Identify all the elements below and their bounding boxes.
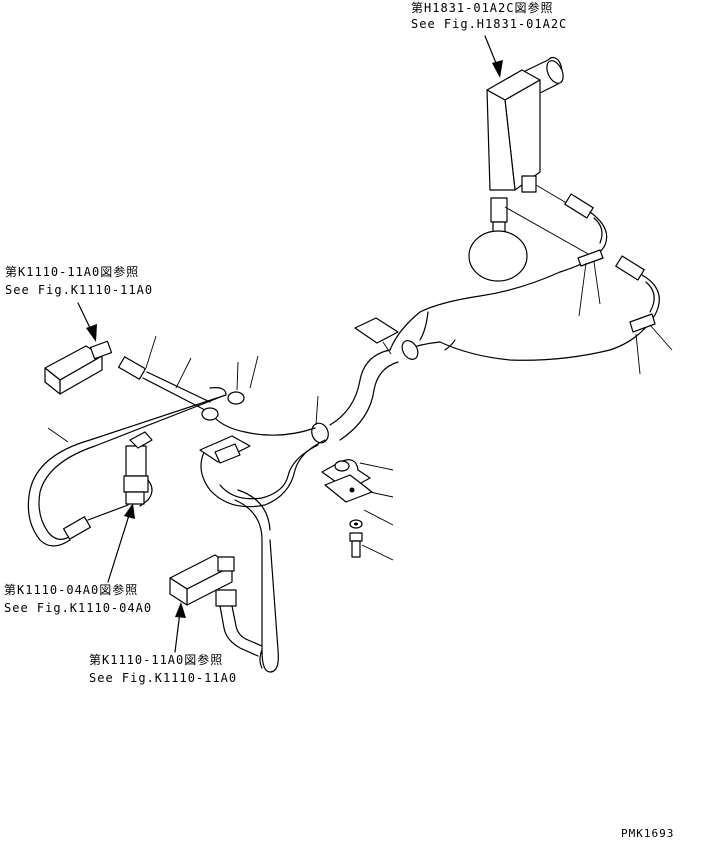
right-hose-group bbox=[419, 193, 673, 375]
leader-line bbox=[175, 357, 192, 389]
pipe-bracket-tag bbox=[214, 443, 241, 464]
pipe-left-loop bbox=[27, 387, 227, 547]
reference-bottom: 第K1110-11A0図参照 See Fig.K1110-11A0 bbox=[89, 652, 237, 685]
reference-left-upper-en: See Fig.K1110-11A0 bbox=[5, 283, 153, 297]
central-pipe-bundle bbox=[199, 311, 456, 673]
pipe-bundle-c bbox=[214, 417, 316, 436]
reference-top: 第H1831-01A2C図参照 See Fig.H1831-01A2C bbox=[411, 0, 567, 31]
reference-arrows bbox=[77, 35, 503, 653]
leader-line bbox=[382, 341, 392, 355]
hose-fitting-right bbox=[615, 255, 645, 281]
valve-port-bottom bbox=[490, 197, 508, 223]
vertical-valve-body bbox=[125, 445, 147, 477]
leader-line bbox=[145, 335, 157, 369]
vertical-valve-lower bbox=[123, 475, 149, 493]
leader-line bbox=[315, 395, 319, 426]
pipe-clamp-mid bbox=[401, 340, 419, 360]
valve-port-right bbox=[521, 175, 537, 193]
arrow-bottom-shaft bbox=[174, 611, 181, 653]
pipe-left-loop-inner bbox=[38, 397, 219, 540]
pipe-clamp-lower bbox=[311, 422, 329, 444]
leader-line bbox=[249, 355, 259, 389]
elbow-pipe-outer bbox=[219, 605, 259, 657]
pipe-down-outer bbox=[234, 499, 279, 673]
arrow-left-upper-head bbox=[86, 324, 97, 342]
accumulator-sphere bbox=[468, 230, 528, 282]
hose-long-upper bbox=[419, 271, 561, 313]
arrow-bottom-head bbox=[175, 602, 186, 618]
leader-line bbox=[361, 544, 394, 561]
clamp-hole bbox=[334, 460, 350, 472]
arrow-left-lower-shaft bbox=[107, 511, 131, 583]
pipe-bundle-b bbox=[339, 361, 399, 441]
reference-top-en: See Fig.H1831-01A2C bbox=[411, 17, 567, 31]
hose-fitting-upper bbox=[564, 193, 594, 219]
fitting-bundle-a bbox=[201, 407, 219, 421]
hose-long-lower bbox=[439, 341, 611, 361]
reference-bottom-en: See Fig.K1110-11A0 bbox=[89, 671, 237, 685]
bottom-components bbox=[169, 554, 263, 657]
leader-line bbox=[635, 333, 641, 375]
fitting-bundle-b bbox=[227, 391, 245, 405]
valve-cylinder-end bbox=[546, 60, 564, 84]
leader-line bbox=[649, 324, 673, 351]
hose-clamp-right bbox=[629, 313, 656, 333]
block-bottom-front bbox=[169, 577, 188, 606]
reference-left-upper: 第K1110-11A0図参照 See Fig.K1110-11A0 bbox=[5, 264, 153, 297]
reference-left-upper-jp: 第K1110-11A0図参照 bbox=[5, 264, 139, 279]
fitting-left-upper bbox=[118, 356, 146, 380]
pipe-down-inner bbox=[237, 489, 271, 531]
pipe-to-vertical-valve bbox=[87, 504, 129, 521]
pipe-loop bbox=[200, 439, 326, 508]
pipe-loop-inner bbox=[219, 444, 319, 500]
drawing-code: PMK1693 bbox=[621, 827, 674, 840]
leader-line bbox=[504, 206, 591, 256]
vertical-valve-cap bbox=[129, 431, 153, 449]
block-upper-left-front bbox=[44, 367, 61, 395]
hose-clamp-upper bbox=[577, 249, 604, 267]
pipe-bend-bottom bbox=[259, 649, 263, 669]
leader-line bbox=[593, 261, 601, 305]
leader-line bbox=[47, 427, 69, 443]
leader-line bbox=[236, 361, 239, 391]
pipe-end-cut bbox=[419, 311, 429, 341]
elbow-fitting bbox=[215, 589, 237, 607]
hose-right-bend bbox=[609, 274, 660, 351]
tag-plate bbox=[354, 317, 399, 344]
left-components bbox=[27, 335, 259, 547]
bolt-head bbox=[349, 532, 363, 542]
washer-hole bbox=[354, 522, 358, 526]
arrow-top-head bbox=[492, 60, 503, 78]
vertical-valve-elbow bbox=[139, 479, 153, 507]
pipe-end-cut bbox=[444, 339, 456, 351]
reference-left-lower: 第K1110-04A0図参照 See Fig.K1110-04A0 bbox=[4, 582, 152, 615]
block-upper-left-port bbox=[89, 340, 113, 360]
arrow-left-lower-head bbox=[124, 503, 135, 519]
hose-left-upper-edge bbox=[146, 371, 211, 403]
pipe-segment bbox=[389, 311, 421, 351]
leader-line bbox=[369, 491, 394, 498]
clamp-hardware-stack bbox=[321, 459, 394, 561]
elbow-pipe-inner bbox=[231, 605, 263, 647]
clamp-plate-hole bbox=[349, 487, 355, 493]
block-bottom-port bbox=[217, 556, 235, 572]
hose-upper-bend-inner bbox=[593, 217, 603, 244]
leader-line bbox=[578, 262, 587, 317]
pipe-bundle-a bbox=[329, 349, 391, 426]
reference-top-jp: 第H1831-01A2C図参照 bbox=[411, 0, 553, 15]
hose-right-bend-inner bbox=[645, 281, 655, 313]
valve-block-front bbox=[486, 89, 516, 191]
reference-left-lower-en: See Fig.K1110-04A0 bbox=[4, 601, 152, 615]
leader-line bbox=[359, 462, 394, 471]
reference-bottom-jp: 第K1110-11A0図参照 bbox=[89, 652, 223, 667]
leader-line bbox=[363, 509, 394, 526]
fitting-left-lower bbox=[63, 516, 91, 540]
hose-upper-bend bbox=[559, 211, 608, 273]
vertical-valve-port bbox=[125, 491, 145, 505]
reference-left-lower-jp: 第K1110-04A0図参照 bbox=[4, 582, 138, 597]
hose-left-upper bbox=[142, 377, 206, 411]
top-valve-assembly bbox=[468, 56, 564, 282]
bolt-shank bbox=[351, 540, 361, 558]
